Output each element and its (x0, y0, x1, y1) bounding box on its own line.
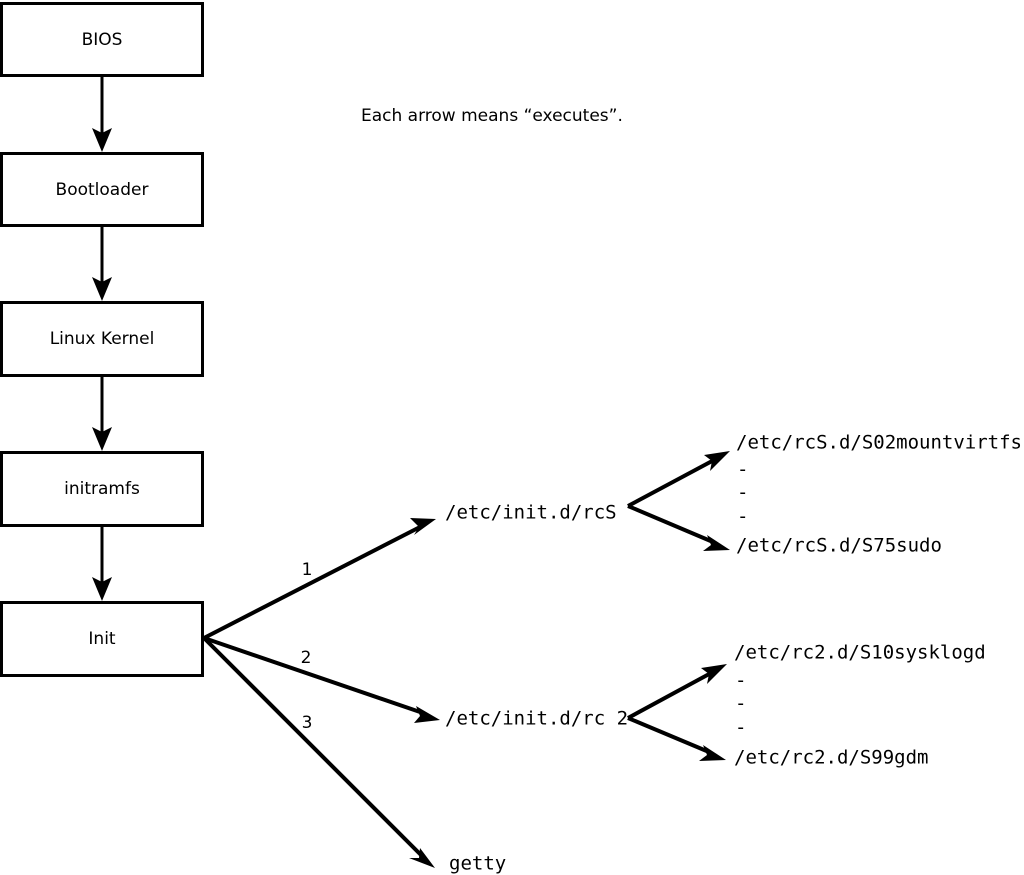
node-init-rect (0, 601, 204, 677)
rc2-ellipsis-dash-2: - (735, 693, 746, 715)
rc2-ellipsis-dash-3: - (735, 717, 746, 739)
rcs-group: /etc/init.d/rcS /etc/rcS.d/S02mountvirtf… (445, 432, 1022, 557)
arrow-rcs-to-last (627, 504, 730, 551)
rc2-group: /etc/init.d/rc 2 /etc/rc2.d/S10sysklogd … (445, 642, 986, 769)
node-init-label: Init (88, 629, 116, 649)
node-initramfs: initramfs (0, 451, 204, 527)
rcs-ellipsis-dash-3: - (737, 506, 748, 528)
label-rc2-last-script: /etc/rc2.d/S99gdm (734, 747, 928, 769)
arrow-bootloader-to-kernel (92, 227, 112, 301)
label-rcs-first-script: /etc/rcS.d/S02mountvirtfs (736, 432, 1022, 454)
node-bootloader-label: Bootloader (56, 180, 149, 200)
label-etc-init-d-rc2: /etc/init.d/rc 2 (445, 708, 628, 730)
rcs-ellipsis-dash-2: - (737, 482, 748, 504)
arrow-init-to-getty (202, 636, 435, 868)
arrow-init-to-rcs (203, 518, 436, 640)
node-initramfs-rect (0, 451, 204, 527)
node-init: Init (0, 601, 204, 677)
boot-chain-arrows (92, 77, 112, 601)
label-etc-init-d-rcs: /etc/init.d/rcS (445, 502, 617, 524)
arrow-init-to-rc2 (203, 636, 440, 723)
rc2-ellipsis-dash-1: - (735, 670, 746, 692)
arrow-rcs-to-first (627, 451, 730, 508)
node-linux-kernel-label: Linux Kernel (50, 329, 155, 349)
boot-chain-boxes: BIOS Bootloader Linux Kernel initramfs I… (0, 2, 204, 677)
label-rcs-last-script: /etc/rcS.d/S75sudo (736, 535, 942, 557)
arrow-bios-to-bootloader (92, 77, 112, 152)
rcs-ellipsis-dash-1: - (737, 459, 748, 481)
diagram-caption: Each arrow means “executes”. (361, 106, 623, 126)
node-bootloader-rect (0, 152, 204, 227)
node-initramfs-label: initramfs (64, 479, 140, 499)
arrow-initramfs-to-init (92, 527, 112, 601)
arrow-kernel-to-initramfs (92, 377, 112, 451)
node-linux-kernel-rect (0, 301, 204, 377)
branch-number-1: 1 (302, 560, 313, 580)
node-bios: BIOS (0, 2, 204, 77)
label-getty: getty (449, 853, 506, 875)
arrow-rc2-to-last (627, 716, 726, 761)
node-linux-kernel: Linux Kernel (0, 301, 204, 377)
branch-number-3: 3 (302, 713, 313, 733)
branch-number-2: 2 (301, 648, 312, 668)
node-bios-label: BIOS (82, 30, 123, 50)
init-fanout-arrows: 1 2 3 (202, 518, 440, 868)
label-rc2-first-script: /etc/rc2.d/S10sysklogd (734, 642, 986, 664)
node-bios-rect (0, 2, 204, 77)
node-bootloader: Bootloader (0, 152, 204, 227)
getty-group: getty (449, 853, 506, 875)
arrow-rc2-to-first (627, 664, 727, 720)
